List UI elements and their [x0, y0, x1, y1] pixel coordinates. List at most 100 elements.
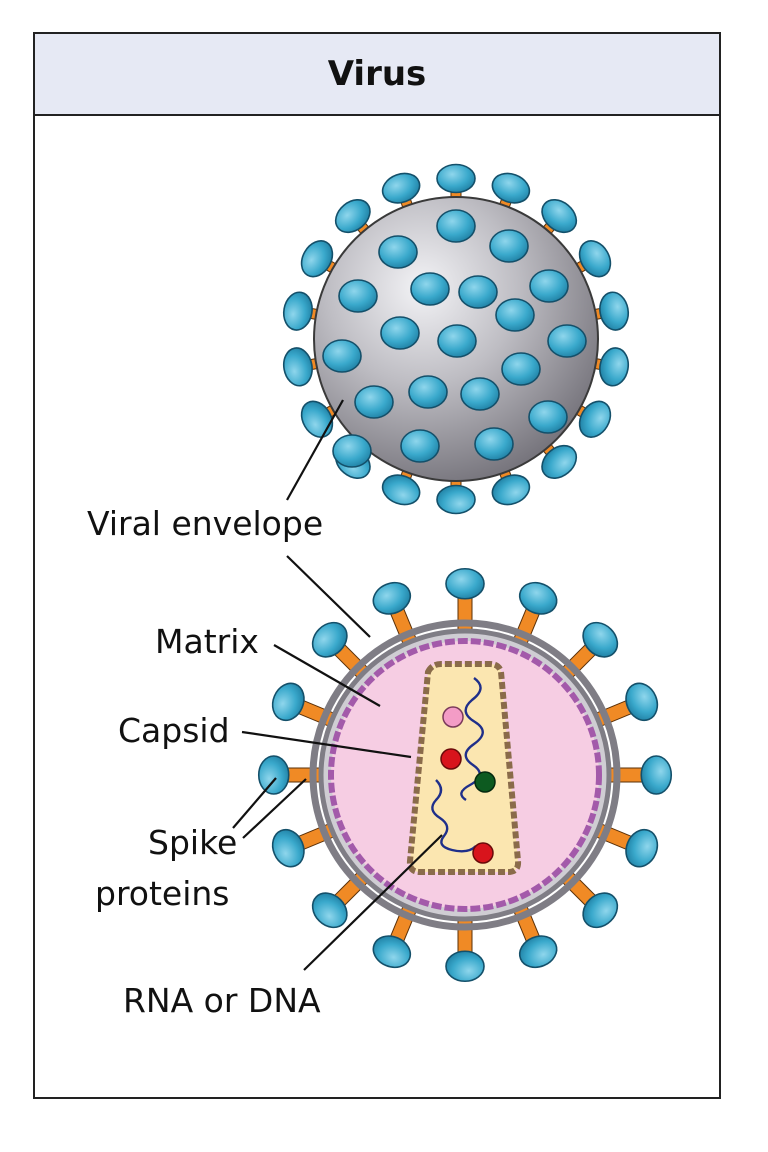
- spike-head: [599, 347, 630, 387]
- spike-head: [501, 352, 541, 386]
- leader-genome: [303, 834, 443, 971]
- spike-head: [437, 324, 477, 358]
- spike-head: [445, 950, 485, 983]
- spike-head: [400, 429, 440, 463]
- surface-spike-icon: [501, 352, 541, 386]
- spike-head: [541, 444, 578, 480]
- surface-spike-icon: [437, 324, 477, 358]
- surface-spike-icon: [436, 209, 476, 243]
- label-proteins: proteins: [95, 874, 230, 913]
- spike-head: [640, 755, 673, 795]
- leader-spike-1: [232, 777, 277, 829]
- surface-spike-icon: [489, 229, 529, 263]
- spike-head: [436, 163, 476, 194]
- spike-protein-icon: [311, 621, 368, 678]
- spike-head: [436, 209, 476, 243]
- spike-head: [257, 755, 290, 795]
- spike-head: [547, 324, 587, 358]
- genome-strand-lower: [431, 779, 477, 853]
- spike-head: [436, 484, 476, 515]
- surface-spike-icon: [547, 324, 587, 358]
- spike-head: [322, 339, 362, 373]
- spike-head: [578, 240, 612, 278]
- surface-spike-icon: [410, 272, 450, 306]
- leader-capsid: [241, 730, 412, 759]
- capsid-shell: [406, 661, 522, 875]
- spike-head: [491, 172, 531, 204]
- spike-protein-icon: [311, 872, 368, 929]
- spike-head: [599, 291, 630, 331]
- spike-head: [332, 434, 372, 468]
- spike-head: [495, 298, 535, 332]
- spike-head: [582, 892, 619, 929]
- spike-head: [528, 400, 568, 434]
- spike-head: [311, 621, 348, 658]
- spike-head: [380, 316, 420, 350]
- label-rna-dna: RNA or DNA: [123, 981, 321, 1020]
- spike-head: [541, 198, 578, 234]
- spike-head: [381, 474, 421, 506]
- spike-head: [311, 892, 348, 929]
- spike-head: [518, 935, 558, 969]
- surface-spike-icon: [378, 235, 418, 269]
- surface-spike-icon: [460, 377, 500, 411]
- spike-head: [300, 240, 334, 278]
- spike-head: [518, 581, 558, 615]
- surface-spike-icon: [408, 375, 448, 409]
- green-protein-dot: [474, 771, 496, 793]
- spike-head: [625, 682, 659, 722]
- surface-spike-icon: [332, 434, 372, 468]
- spike-head: [582, 621, 619, 658]
- virus-exterior-icon: [282, 163, 630, 515]
- spike-head: [282, 291, 313, 331]
- surface-spike-icon: [528, 400, 568, 434]
- label-spike: Spike: [148, 823, 237, 862]
- surface-spike-icon: [380, 316, 420, 350]
- genome-strand-upper: [460, 677, 484, 802]
- spike-protein-icon: [562, 621, 619, 678]
- spike-head: [625, 828, 659, 868]
- surface-spike-icon: [338, 279, 378, 313]
- leader-matrix: [273, 644, 381, 707]
- spike-head: [474, 427, 514, 461]
- spike-head: [458, 275, 498, 309]
- spike-head: [300, 400, 334, 438]
- spike-head: [381, 172, 421, 204]
- spike-head: [408, 375, 448, 409]
- surface-spike-icon: [354, 385, 394, 419]
- spike-head: [578, 400, 612, 438]
- spike-head: [491, 474, 531, 506]
- leader-envelope-bottom: [286, 555, 371, 638]
- spike-head: [338, 279, 378, 313]
- outer-envelope-ring: [309, 619, 621, 931]
- spike-protein-icon: [562, 872, 619, 929]
- red-protein-dot: [440, 748, 462, 770]
- spike-head: [529, 269, 569, 303]
- spike-head: [282, 347, 313, 387]
- spike-head: [372, 581, 412, 615]
- spike-head: [334, 198, 371, 234]
- label-capsid: Capsid: [118, 711, 230, 750]
- spike-head: [489, 229, 529, 263]
- surface-spike-icon: [322, 339, 362, 373]
- spike-head: [271, 682, 305, 722]
- leader-spike-2: [242, 778, 307, 839]
- label-viral-envelope: Viral envelope: [87, 504, 323, 543]
- title-bar: Virus: [35, 34, 719, 116]
- virus-cross-section-icon: [257, 567, 673, 983]
- spike-head: [410, 272, 450, 306]
- spike-head: [445, 567, 485, 600]
- spike-head: [460, 377, 500, 411]
- surface-spike-icon: [495, 298, 535, 332]
- surface-spike-icon: [400, 429, 440, 463]
- pink-protein-dot: [442, 706, 464, 728]
- spike-head: [372, 935, 412, 969]
- leader-lines: [232, 399, 443, 971]
- spike-head: [271, 828, 305, 868]
- surface-spike-icon: [458, 275, 498, 309]
- surface-spike-icon: [474, 427, 514, 461]
- page-title: Virus: [327, 54, 427, 94]
- red-protein-dot-2: [472, 842, 494, 864]
- label-matrix: Matrix: [155, 622, 259, 661]
